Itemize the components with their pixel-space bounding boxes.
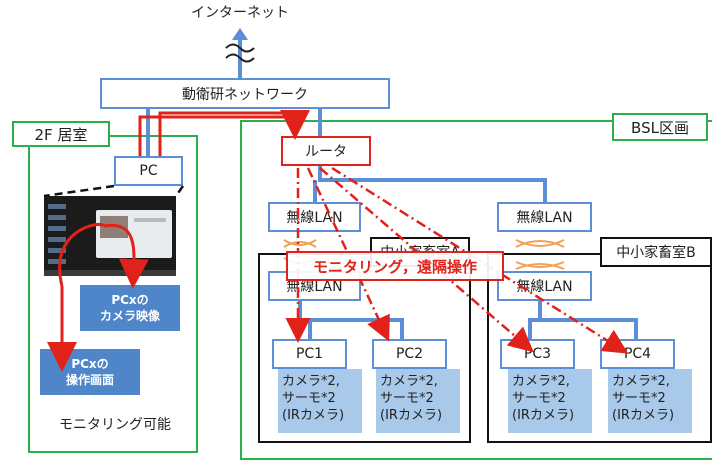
- bsl-label: BSL区画: [612, 113, 708, 141]
- network-box: 動衛研ネットワーク: [100, 78, 390, 109]
- monitoring-banner: モニタリング，遠隔操作: [286, 251, 504, 281]
- pc4-specs: カメラ*2, サーモ*2 (IRカメラ): [608, 369, 692, 433]
- line-break-icon: [225, 43, 255, 63]
- pcx-camera-label: PCxの カメラ映像: [80, 285, 180, 331]
- wlan-left-box: 無線LAN: [268, 202, 361, 232]
- monitor-screenshot: [44, 196, 176, 276]
- pc4-box: PC4: [600, 339, 675, 369]
- desktop-icons: [48, 204, 66, 264]
- pc2-specs: カメラ*2, サーモ*2 (IRカメラ): [376, 369, 460, 433]
- window-text: [134, 218, 166, 222]
- room-2f-label: 2F 居室: [12, 121, 110, 147]
- router-box: ルータ: [281, 136, 371, 166]
- pc-box: PC: [114, 156, 183, 186]
- room-2f-zone: [28, 135, 198, 453]
- monitoring-possible-label: モニタリング可能: [59, 417, 171, 433]
- pc2-box: PC2: [372, 339, 447, 369]
- taskbar: [44, 270, 176, 276]
- room-b-label: 中小家畜室B: [600, 237, 712, 267]
- room-b-box: [487, 253, 712, 443]
- wlan-right-box: 無線LAN: [497, 202, 592, 232]
- window-preview: [100, 216, 128, 238]
- pc1-specs: カメラ*2, サーモ*2 (IRカメラ): [278, 369, 362, 433]
- wlan-b-inner-box: 無線LAN: [497, 271, 592, 301]
- internet-label: インターネット: [191, 5, 289, 21]
- pc3-specs: カメラ*2, サーモ*2 (IRカメラ): [508, 369, 592, 433]
